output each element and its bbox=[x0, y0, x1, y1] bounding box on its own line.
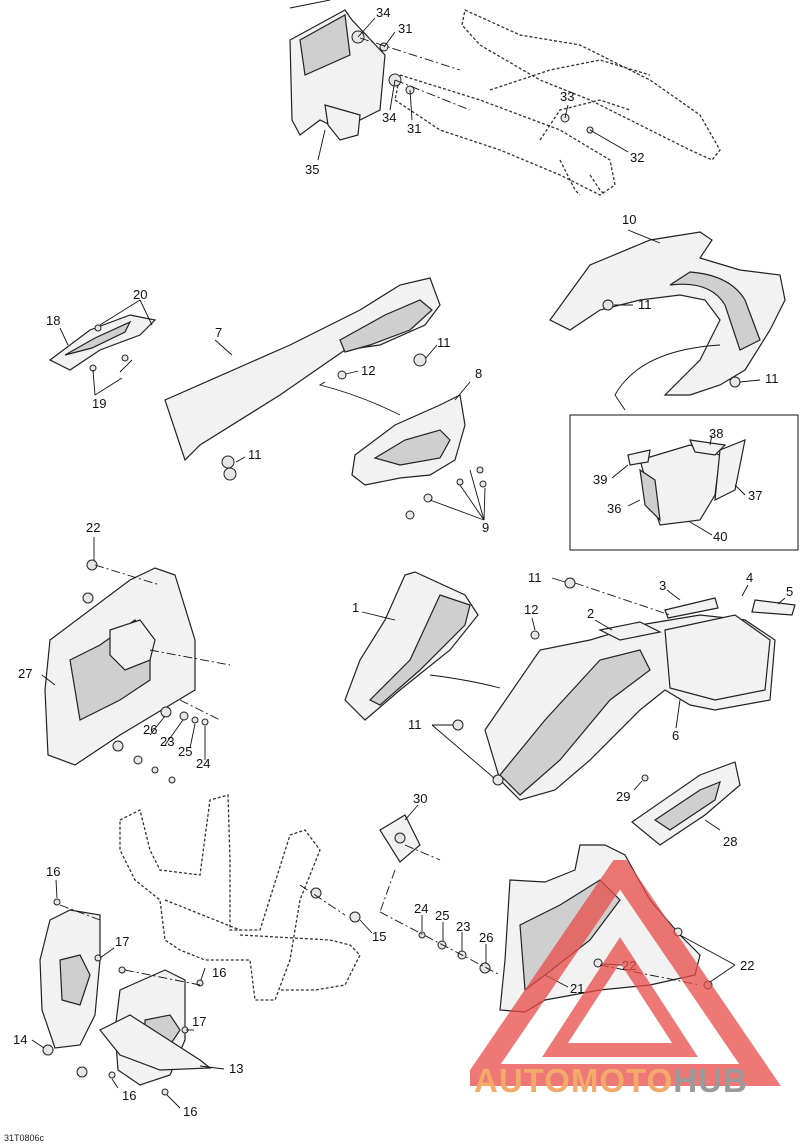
callout-3: 3 bbox=[659, 578, 666, 593]
detail-box bbox=[569, 414, 799, 551]
callout-23: 23 bbox=[160, 734, 174, 749]
part-13-guard bbox=[99, 966, 225, 1109]
callout-16: 16 bbox=[46, 864, 60, 879]
callout-24: 24 bbox=[196, 756, 210, 771]
callout-11: 11 bbox=[248, 447, 262, 462]
callout-34: 34 bbox=[382, 110, 396, 125]
upper-frame bbox=[394, 9, 721, 196]
callout-33: 33 bbox=[560, 89, 574, 104]
callout-23: 23 bbox=[456, 919, 470, 934]
callout-4: 4 bbox=[746, 570, 753, 585]
part-14-guard bbox=[31, 879, 115, 1078]
part-35-bracket bbox=[289, 0, 386, 141]
callout-29: 29 bbox=[616, 789, 630, 804]
callout-11: 11 bbox=[765, 371, 779, 386]
callout-28: 28 bbox=[723, 834, 737, 849]
part-10-cover bbox=[549, 229, 786, 411]
part-27-bracket bbox=[41, 537, 231, 784]
watermark-text-primary: AUTOMOTO bbox=[474, 1062, 674, 1099]
callout-21: 21 bbox=[570, 981, 584, 996]
callout-8: 8 bbox=[475, 366, 482, 381]
triangle-logo-icon bbox=[470, 860, 781, 1086]
callout-26: 26 bbox=[479, 930, 493, 945]
callout-11: 11 bbox=[408, 717, 422, 732]
watermark-text-secondary: HUB bbox=[673, 1062, 748, 1099]
callout-13: 13 bbox=[229, 1061, 243, 1076]
callout-26: 26 bbox=[143, 722, 157, 737]
callout-5: 5 bbox=[786, 584, 793, 599]
callout-24: 24 bbox=[414, 901, 428, 916]
callout-30: 30 bbox=[413, 791, 427, 806]
callout-31: 31 bbox=[407, 121, 421, 136]
part-30-clip bbox=[379, 804, 441, 913]
callout-37: 37 bbox=[748, 488, 762, 503]
detail-parts bbox=[611, 434, 746, 536]
callout-16: 16 bbox=[122, 1088, 136, 1103]
callout-19: 19 bbox=[92, 396, 106, 411]
callout-15: 15 bbox=[372, 929, 386, 944]
part-7-side-trim bbox=[164, 277, 441, 481]
callout-12: 12 bbox=[361, 363, 375, 378]
callout-labels: 34 31 33 34 31 32 35 10 20 18 7 19 11 12… bbox=[13, 5, 793, 1119]
callout-25: 25 bbox=[178, 744, 192, 759]
part-6-side-panel bbox=[431, 577, 796, 801]
callout-17: 17 bbox=[115, 934, 129, 949]
callout-22: 22 bbox=[740, 958, 754, 973]
callout-11: 11 bbox=[638, 297, 652, 312]
part-8-panel bbox=[351, 381, 487, 521]
callout-38: 38 bbox=[709, 426, 723, 441]
diagram-code: 31T0806c bbox=[4, 1133, 45, 1143]
callout-31: 31 bbox=[398, 21, 412, 36]
callout-16: 16 bbox=[212, 965, 226, 980]
callout-25: 25 bbox=[435, 908, 449, 923]
callout-14: 14 bbox=[13, 1032, 27, 1047]
callout-36: 36 bbox=[607, 501, 621, 516]
callout-7: 7 bbox=[215, 325, 222, 340]
lower-frame bbox=[119, 794, 373, 1001]
part-28-panel bbox=[631, 761, 741, 846]
callout-11: 11 bbox=[437, 335, 451, 350]
callout-18: 18 bbox=[46, 313, 60, 328]
callout-12: 12 bbox=[524, 602, 538, 617]
callout-20: 20 bbox=[133, 287, 147, 302]
upper-hardware bbox=[317, 17, 629, 161]
part-1-panel bbox=[344, 571, 501, 721]
callout-2: 2 bbox=[587, 606, 594, 621]
callout-6: 6 bbox=[672, 728, 679, 743]
callout-1: 1 bbox=[352, 600, 359, 615]
callout-35: 35 bbox=[305, 162, 319, 177]
callout-9: 9 bbox=[482, 520, 489, 535]
callout-32: 32 bbox=[630, 150, 644, 165]
callout-16: 16 bbox=[183, 1104, 197, 1119]
callout-39: 39 bbox=[593, 472, 607, 487]
callout-22: 22 bbox=[86, 520, 100, 535]
callout-10: 10 bbox=[622, 212, 636, 227]
callout-40: 40 bbox=[713, 529, 727, 544]
watermark-text: AUTOMOTOHUB bbox=[474, 1062, 748, 1100]
callout-27: 27 bbox=[18, 666, 32, 681]
callout-11: 11 bbox=[528, 570, 542, 585]
callout-17: 17 bbox=[192, 1014, 206, 1029]
callout-34: 34 bbox=[376, 5, 390, 20]
part-18-bracket bbox=[48, 299, 157, 396]
